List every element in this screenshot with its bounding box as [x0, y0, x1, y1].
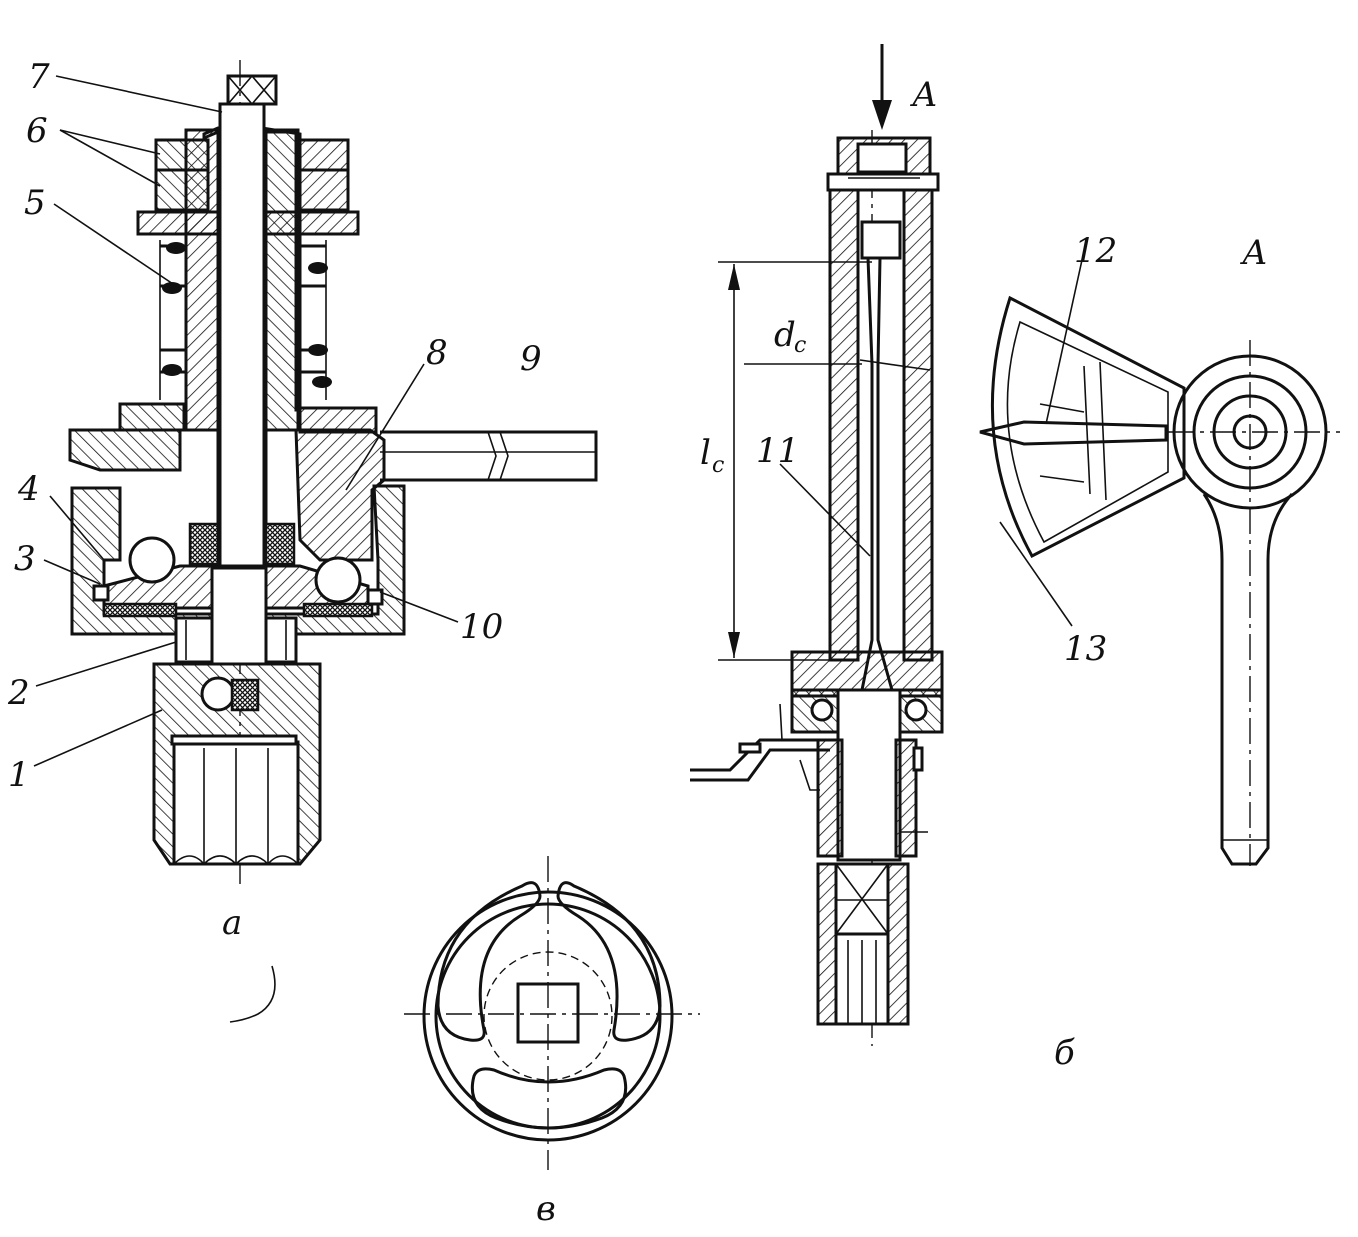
callout-9: 9 [520, 339, 542, 379]
label-arrow-a: А [910, 75, 938, 115]
callout-5: 5 [24, 183, 46, 223]
callout-6: 6 [26, 111, 48, 151]
callout-8: 8 [426, 333, 448, 373]
view-v-disc [404, 856, 700, 1170]
view-a-leaders [33, 75, 459, 767]
view-b-assembly [690, 44, 944, 1046]
label-section-a: А [1240, 233, 1268, 273]
label-dc: d с [774, 315, 806, 358]
stray-mark [229, 965, 276, 1023]
view-a-assembly [68, 60, 598, 890]
callout-7: 7 [28, 57, 50, 97]
label-lc: l с [700, 433, 724, 478]
lc-symbol: l [700, 433, 711, 473]
lc-subscript: с [712, 453, 724, 478]
callout-13: 13 [1064, 629, 1107, 669]
dc-symbol: d [774, 315, 796, 355]
view-label-a: а [222, 903, 242, 943]
view-label-v: в [536, 1189, 556, 1229]
callout-12: 12 [1074, 231, 1117, 271]
callout-4: 4 [17, 469, 40, 509]
dc-subscript: с [794, 333, 806, 358]
callout-2: 2 [7, 673, 30, 713]
callout-11: 11 [756, 431, 799, 471]
view-label-b: б [1054, 1033, 1075, 1073]
callout-1: 1 [8, 755, 30, 795]
callout-10: 10 [460, 607, 503, 647]
callout-3: 3 [14, 539, 36, 579]
section-a-dial [979, 259, 1340, 866]
